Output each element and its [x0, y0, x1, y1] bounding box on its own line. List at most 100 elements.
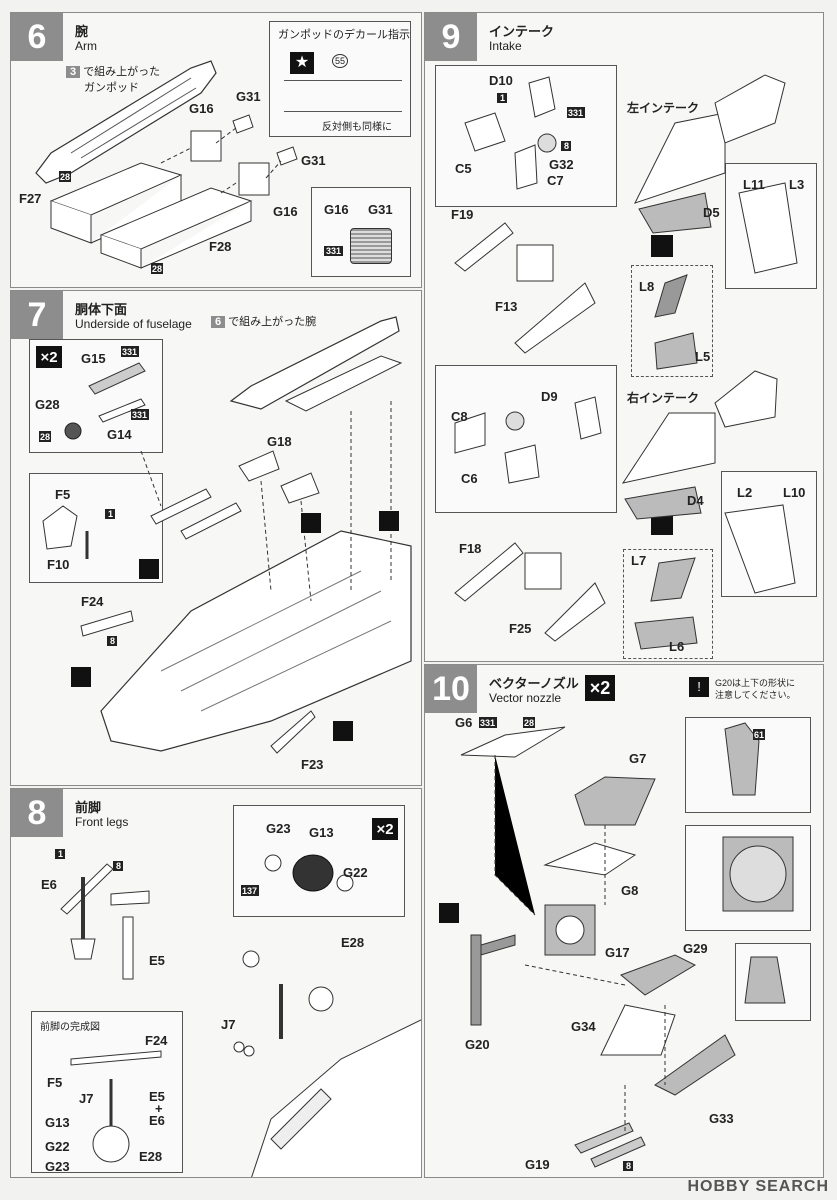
step-title-en: Front legs [75, 815, 129, 829]
label-g31a: G31 [236, 89, 261, 104]
code-61: 61 [754, 730, 764, 740]
label-e5: E5 [149, 953, 165, 968]
label-f19: F19 [451, 207, 473, 222]
step-9-illustration: D10 C5 C7 G32 F19 F13 D5 L11 L3 L8 L5 C8… [451, 73, 805, 654]
step-title-en: Intake [489, 39, 522, 53]
label-l11: L11 [743, 177, 765, 192]
label-g34: G34 [571, 1019, 596, 1034]
label-g14: G14 [107, 427, 132, 442]
label-g23: G23 [266, 821, 291, 836]
code-331: 331 [480, 718, 495, 728]
step-title-en: Vector nozzle [489, 691, 562, 705]
label-f18: F18 [459, 541, 481, 556]
g15-detail-box: ×2 [29, 339, 163, 453]
num-1: 1 [500, 93, 505, 103]
label-c7: C7 [547, 173, 564, 188]
num-8: 8 [564, 141, 569, 151]
detail-part [350, 228, 392, 264]
label-g15: G15 [81, 351, 106, 366]
caution-line1: G20は上下の形状に [715, 678, 796, 688]
label-c6: C6 [461, 471, 478, 486]
label-c8: C8 [451, 409, 468, 424]
step-6-panel: 6 腕 Arm 3 で組み上がった ガンポッド G16 G31 G31 G16 … [10, 12, 422, 288]
label-d10: D10 [489, 73, 513, 88]
num-8: 8 [110, 636, 115, 646]
ref-step-badge: 6 [211, 316, 226, 328]
detail-code-331: 331 [324, 246, 344, 256]
label-g29: G29 [683, 941, 708, 956]
label-g17: G17 [605, 945, 630, 960]
step-number: 9 [425, 13, 477, 61]
label-f25: F25 [509, 621, 531, 636]
completed-e28: E28 [139, 1149, 162, 1164]
decal-pod-drawing [284, 80, 402, 112]
code-28b: 28 [152, 264, 162, 274]
step-9-panel: 9 インテーク Intake 左インテーク 右インテーク [424, 12, 824, 662]
left-alt-parts-box [631, 265, 713, 377]
label-l7: L7 [631, 553, 646, 568]
code-28a: 28 [60, 172, 70, 182]
label-g16a: G16 [189, 101, 214, 116]
step-number: 6 [11, 13, 63, 61]
label-g31b: G31 [301, 153, 326, 168]
label-l10: L10 [783, 485, 805, 500]
completed-g22: G22 [45, 1139, 70, 1154]
label-l3: L3 [789, 177, 804, 192]
label-f13: F13 [495, 299, 517, 314]
caution-icon: ! [689, 677, 709, 697]
label-d5: D5 [703, 205, 720, 220]
step-10-illustration: G6 G7 G8 G17 G20 G29 G34 G33 G19 331 28 … [439, 715, 794, 1172]
decal-note: 反対側も同様に [322, 122, 392, 133]
watermark-logo: HOBBY SEARCH [687, 1178, 829, 1195]
ref-text-line2: ガンポッド [84, 82, 139, 94]
step-title-jp: 前脚 [75, 800, 102, 815]
label-l6: L6 [669, 639, 684, 654]
step-title-en: Arm [75, 39, 97, 53]
code-137: 137 [242, 886, 257, 896]
completed-e5: E5 [149, 1089, 165, 1104]
label-g8: G8 [621, 883, 638, 898]
label-e6: E6 [41, 877, 57, 892]
code-331: 331 [568, 108, 583, 118]
step-7-illustration: G15 G28 G14 331 331 28 G18 F5 F10 F24 F2… [35, 316, 412, 772]
code-28: 28 [40, 432, 50, 442]
decal-instruction-box: ガンポッドのデカール指示 ★ 55 反対側も同様に [269, 21, 411, 137]
num-1: 1 [108, 509, 113, 519]
detail-box: G16 G31 331 [311, 187, 411, 277]
star-decal-icon: ★ [290, 52, 314, 74]
completed-e6: E6 [149, 1113, 165, 1128]
completed-j7: J7 [79, 1091, 93, 1106]
left-intake-title: 左インテーク [627, 101, 700, 115]
times-two-badge: ×2 [372, 818, 398, 840]
label-g16b: G16 [273, 204, 298, 219]
label-f24: F24 [81, 594, 104, 609]
step-7-panel: 7 胴体下面 Underside of fuselage 6 で組み上がった腕 … [10, 290, 422, 786]
label-g20: G20 [465, 1037, 490, 1052]
label-f10: F10 [47, 557, 69, 572]
completed-g23: G23 [45, 1159, 70, 1174]
step-10-panel: 10 ベクターノズル Vector nozzle ×2 ! G20は上下の形状に… [424, 664, 824, 1178]
completed-f5: F5 [47, 1075, 62, 1090]
detail-g31: G31 [368, 202, 393, 217]
step-8-panel: 8 前脚 Front legs ×2 前脚の完成図 E6 E5 G23 [10, 788, 422, 1178]
left-inner-box [435, 65, 617, 207]
num-8: 8 [116, 861, 121, 871]
label-g33: G33 [709, 1111, 734, 1126]
step-number: 7 [11, 291, 63, 339]
num-1: 1 [58, 849, 63, 859]
caution-line2: 注意してください。 [715, 690, 796, 700]
num-8: 8 [626, 1161, 631, 1171]
completed-plus: + [155, 1101, 163, 1116]
step-title-jp: ベクターノズル [489, 676, 579, 691]
step-title-jp: インテーク [489, 24, 555, 39]
times-two-badge: ×2 [585, 675, 615, 701]
ref-text-line1: で組み上がった [83, 66, 161, 78]
label-j7: J7 [221, 1017, 235, 1032]
label-g6: G6 [455, 715, 472, 730]
label-g22: G22 [343, 865, 368, 880]
step-title-jp: 胴体下面 [75, 302, 128, 317]
label-f28: F28 [209, 239, 231, 254]
label-l8: L8 [639, 279, 654, 294]
decal-title: ガンポッドのデカール指示 [278, 29, 410, 41]
step-number: 8 [11, 789, 63, 837]
